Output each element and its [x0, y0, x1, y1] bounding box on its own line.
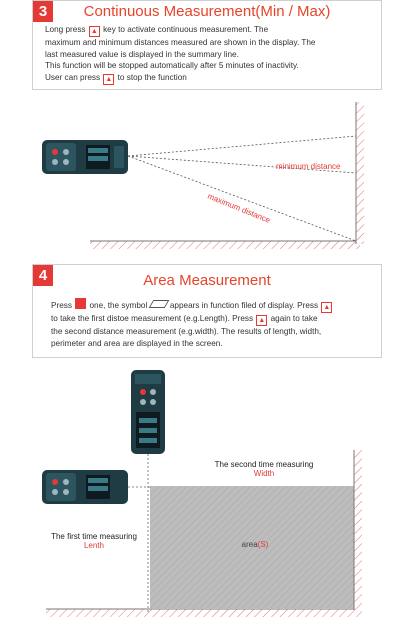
description-text: User can press	[45, 72, 103, 82]
description-line: to take the first distoe measurement (e.…	[51, 313, 379, 326]
description-line: maximum and minimum distances measured a…	[45, 37, 375, 49]
section-4-box: 4 Area Measurement Press one, the symbol…	[32, 264, 382, 358]
description-text: appears in function filed of display. Pr…	[167, 301, 321, 310]
measure-key-icon: ▲	[88, 26, 100, 37]
length-label: Lenth	[83, 541, 105, 550]
area-symbol: (S)	[257, 540, 269, 549]
description-text: maximum and minimum distances measured a…	[45, 38, 316, 47]
floor-hatch	[46, 609, 362, 617]
description-text: This function will be stopped automatica…	[45, 61, 299, 71]
first-measuring-text: The first time measuring	[51, 532, 137, 541]
max-distance-beam	[127, 155, 357, 242]
section-3-description: Long press ▲ key to activate continuous …	[45, 24, 375, 85]
measure-key-icon: ▲	[103, 73, 115, 85]
area-text: area	[241, 540, 258, 549]
description-line: the second distance measurement (e.g.wid…	[51, 326, 379, 338]
description-text: Long press	[45, 25, 88, 34]
second-measuring-label: The second time measuring Width	[196, 460, 332, 478]
right-wall-hatch	[354, 450, 362, 610]
max-distance-label: maximum distance	[206, 192, 272, 226]
area-measurement-diagram	[42, 370, 362, 617]
description-text: to take the first distoe measurement (e.…	[51, 314, 256, 323]
description-line: User can press ▲ to stop the function	[45, 72, 375, 85]
area-symbol-icon	[148, 300, 169, 308]
continuous-measurement-diagram: minimum distance maximum distance	[42, 102, 364, 249]
description-line: perimeter and area are displayed in the …	[51, 338, 379, 350]
section-4-title: Area Measurement	[143, 272, 271, 289]
section-4-number: 4	[33, 265, 53, 286]
laser-device-icon	[42, 140, 128, 174]
description-text: key to activate continuous measurement. …	[100, 25, 269, 34]
description-text: to stop the function	[115, 72, 187, 82]
description-text: again to take	[268, 314, 318, 323]
width-label: Width	[253, 469, 275, 478]
description-text: last measured value is displayed in the …	[45, 49, 239, 59]
description-line: This function will be stopped automatica…	[45, 60, 375, 72]
measure-key-icon: ▲	[256, 315, 268, 326]
section-3-title: Continuous Measurement(Min / Max)	[83, 3, 331, 20]
description-line: Long press ▲ key to activate continuous …	[45, 24, 375, 37]
description-line: Press one, the symbol appears in functio…	[51, 298, 379, 313]
description-line: last measured value is displayed in the …	[45, 49, 375, 61]
description-text: Press	[51, 301, 75, 310]
wall-hatch	[356, 102, 364, 244]
min-distance-beam	[127, 135, 357, 157]
description-text: the second distance measurement (e.g.wid…	[51, 327, 322, 336]
area-hatch	[150, 486, 354, 608]
section-3-number: 3	[33, 1, 53, 22]
measure-key-icon: ▲	[321, 302, 333, 313]
section-3-box: 3 Continuous Measurement(Min / Max) Long…	[32, 0, 382, 90]
first-measuring-label: The first time measuring Lenth	[32, 532, 156, 550]
area-button-icon	[75, 298, 87, 309]
second-measuring-text: The second time measuring	[214, 460, 314, 469]
area-label: area(S)	[230, 540, 280, 549]
floor-hatch	[90, 241, 360, 249]
laser-device-vertical-icon	[131, 370, 165, 454]
section-4-description: Press one, the symbol appears in functio…	[51, 298, 379, 349]
description-text: one, the symbol	[87, 301, 150, 310]
min-distance-label: minimum distance	[276, 162, 341, 171]
description-text: perimeter and area are displayed in the …	[51, 338, 223, 348]
laser-device-horizontal-icon	[42, 470, 128, 504]
